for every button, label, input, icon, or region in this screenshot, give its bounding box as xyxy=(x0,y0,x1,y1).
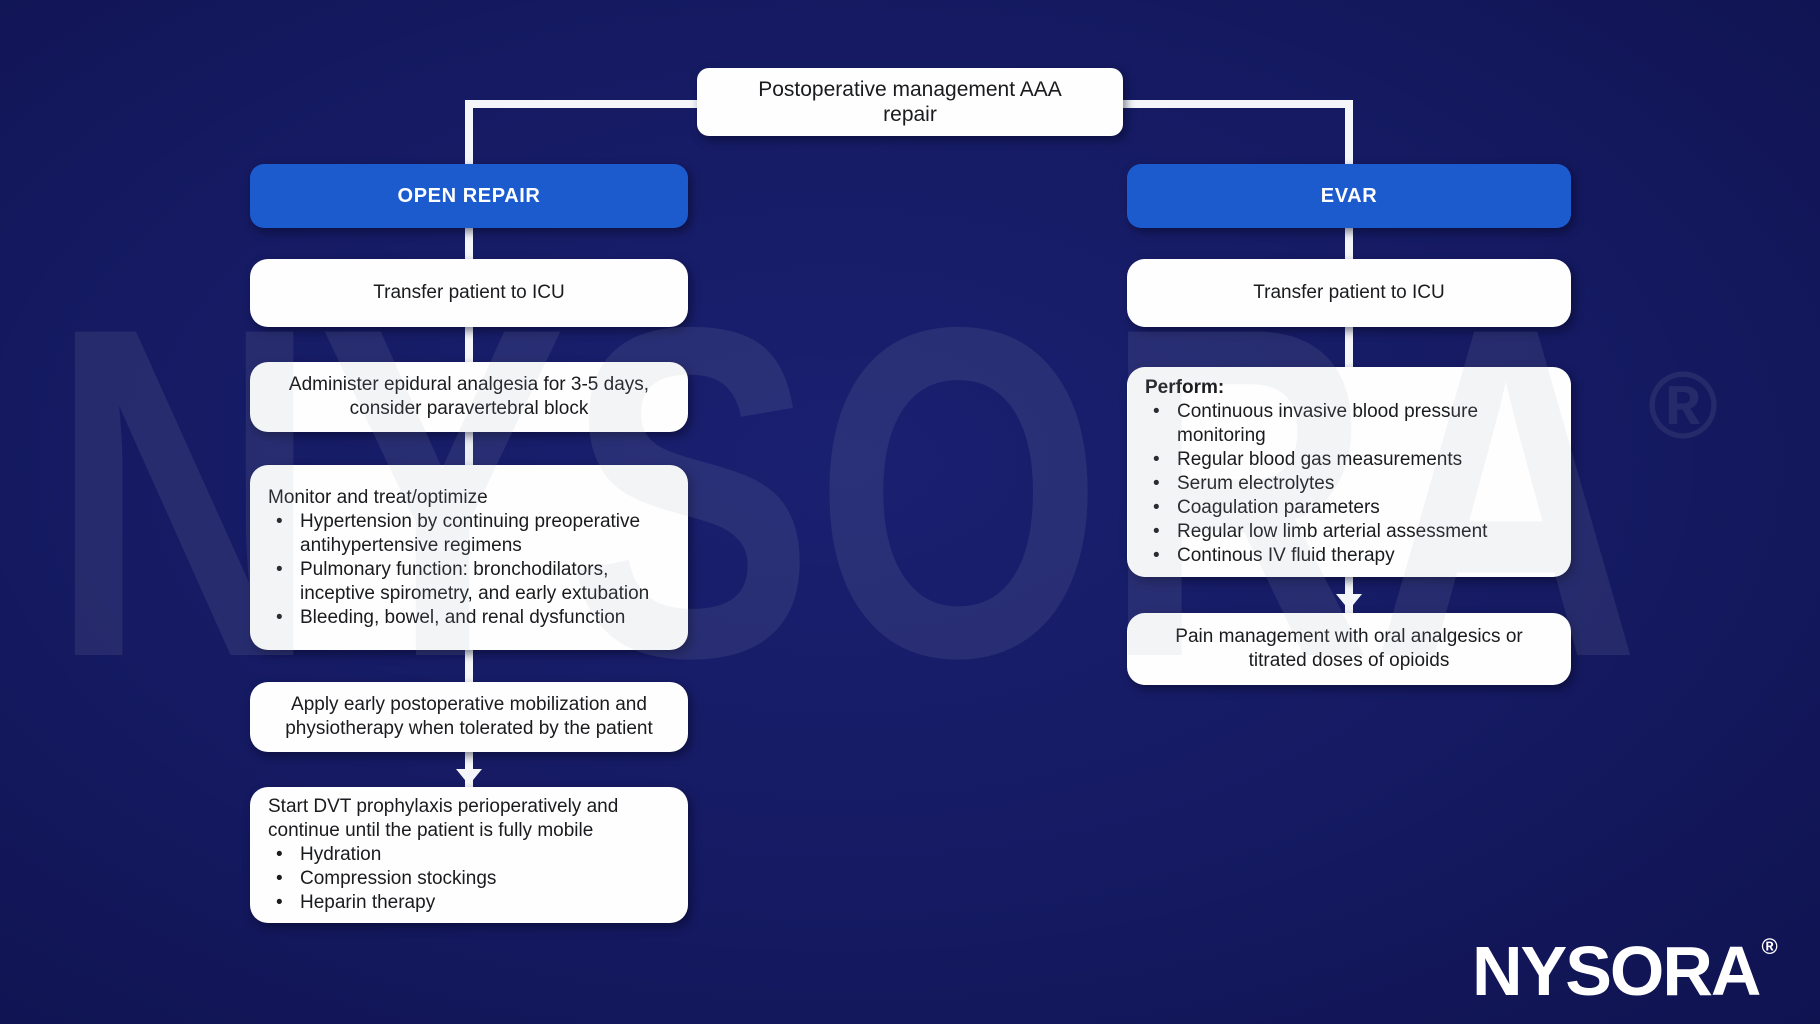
bullet-item: Hydration xyxy=(268,843,496,867)
connector-left-vertical xyxy=(465,100,473,790)
bullet-item: Compression stockings xyxy=(268,867,496,891)
step-open-monitor: Monitor and treat/optimize Hypertension … xyxy=(250,465,688,650)
bullet-item: Coagulation parameters xyxy=(1145,496,1553,520)
step-open-dvt: Start DVT prophylaxis perioperatively an… xyxy=(250,787,688,923)
step-open-epidural: Administer epidural analgesia for 3-5 da… xyxy=(250,362,688,432)
bullet-list: HydrationCompression stockingsHeparin th… xyxy=(268,843,496,915)
bullet-item: Bleeding, bowel, and renal dysfunction xyxy=(268,606,670,630)
branch-label: EVAR xyxy=(1320,184,1378,207)
step-text: Apply early postoperative mobilization a… xyxy=(285,694,653,739)
step-evar-transfer-icu: Transfer patient to ICU xyxy=(1127,259,1571,327)
connector-elbow-right-horizontal xyxy=(1119,100,1353,108)
step-text: Transfer patient to ICU xyxy=(1253,282,1445,303)
bullet-item: Continous IV fluid therapy xyxy=(1145,544,1553,568)
title-box: Postoperative management AAA repair xyxy=(697,68,1123,136)
bullet-item: Serum electrolytes xyxy=(1145,472,1553,496)
arrow-down-icon xyxy=(1336,594,1362,610)
branch-header-evar: EVAR xyxy=(1127,164,1571,228)
bullet-item: Continuous invasive blood pressure monit… xyxy=(1145,400,1553,448)
step-open-transfer-icu: Transfer patient to ICU xyxy=(250,259,688,327)
logo-text: NYSORA xyxy=(1472,932,1761,1010)
bullet-item: Pulmonary function: bronchodilators, inc… xyxy=(268,558,670,606)
step-text: Transfer patient to ICU xyxy=(373,282,565,303)
step-evar-perform: Perform: Continuous invasive blood press… xyxy=(1127,367,1571,577)
step-evar-pain: Pain management with oral analgesics or … xyxy=(1127,613,1571,685)
branch-label: OPEN REPAIR xyxy=(397,184,541,207)
diagram-title: Postoperative management AAA repair xyxy=(758,78,1062,126)
bullet-item: Regular low limb arterial assessment xyxy=(1145,520,1553,544)
step-text: Administer epidural analgesia for 3-5 da… xyxy=(288,374,650,419)
watermark-registered-icon: ® xyxy=(1648,353,1718,459)
logo-registered-icon: ® xyxy=(1761,934,1778,959)
branch-header-open-repair: OPEN REPAIR xyxy=(250,164,688,228)
connector-elbow-left-horizontal xyxy=(465,100,701,108)
bullet-list: Hypertension by continuing preoperative … xyxy=(268,510,670,630)
bullet-item: Hypertension by continuing preoperative … xyxy=(268,510,670,558)
step-open-mobilization: Apply early postoperative mobilization a… xyxy=(250,682,688,752)
step-lead: Perform: xyxy=(1145,377,1225,398)
step-text: Pain management with oral analgesics or … xyxy=(1175,626,1523,671)
step-lead: Monitor and treat/optimize xyxy=(268,486,488,508)
bullet-item: Regular blood gas measurements xyxy=(1145,448,1553,472)
bullet-list: Continuous invasive blood pressure monit… xyxy=(1145,400,1553,568)
arrow-down-icon xyxy=(456,769,482,785)
step-lead: Start DVT prophylaxis perioperatively an… xyxy=(268,796,619,841)
bullet-item: Heparin therapy xyxy=(268,891,496,915)
connector-right-vertical xyxy=(1345,100,1353,615)
nysora-logo: NYSORA® xyxy=(1472,934,1778,1007)
